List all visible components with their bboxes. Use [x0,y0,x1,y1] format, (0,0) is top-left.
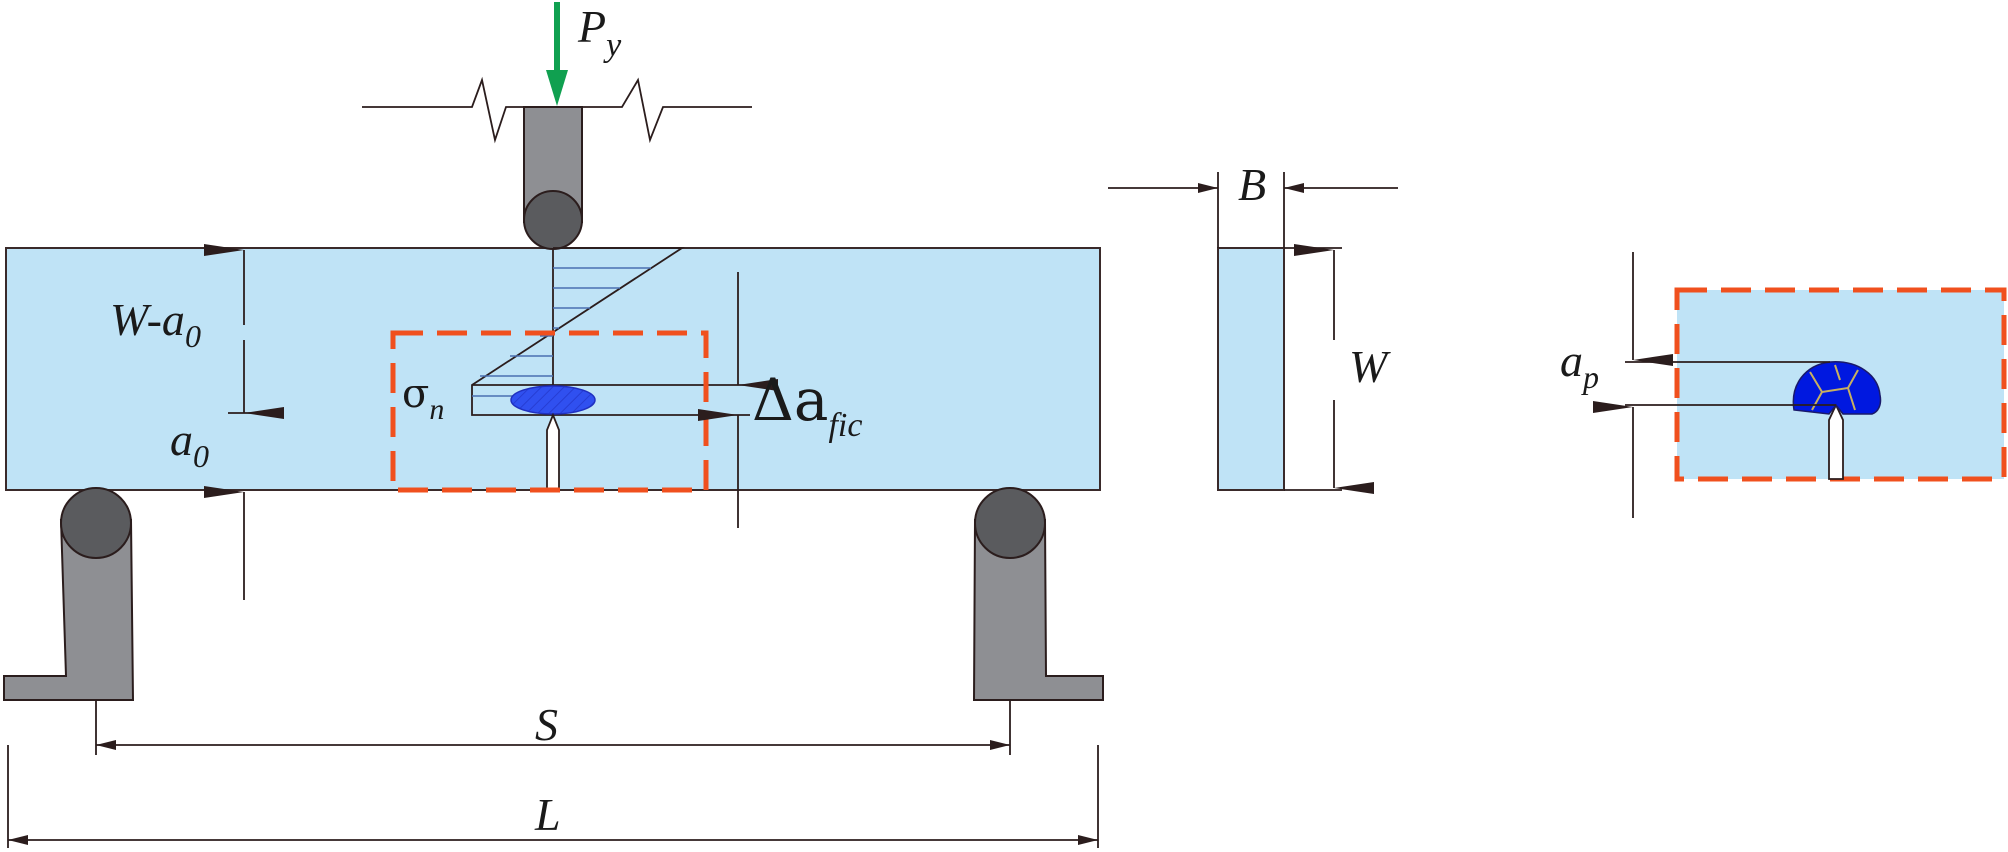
notch-label: a0 [170,414,209,474]
load-arrow-head [546,70,568,106]
depth-label: W [1349,341,1391,392]
fpz-microcracks [1809,364,1859,411]
cross-section [1217,247,1285,491]
fic-label: Δafic [752,366,862,444]
process-zone-label: ap [1560,335,1599,395]
stress-hatch-lines [472,267,651,397]
stress-label: σn [402,371,444,426]
ligament-label: W-a0 [110,294,201,354]
span-label: S [535,699,558,750]
notch [546,412,560,491]
detail-notch [1828,402,1844,480]
right-roller [974,487,1046,559]
crack-tip-region-box [390,330,709,493]
load-label: Py [577,1,622,64]
fracture-process-zone [1792,361,1882,415]
length-label: L [534,789,561,840]
width-label: B [1238,159,1266,210]
fictitious-crack-hatch [511,386,595,414]
top-loading-roller [523,190,583,250]
left-roller [60,487,132,559]
